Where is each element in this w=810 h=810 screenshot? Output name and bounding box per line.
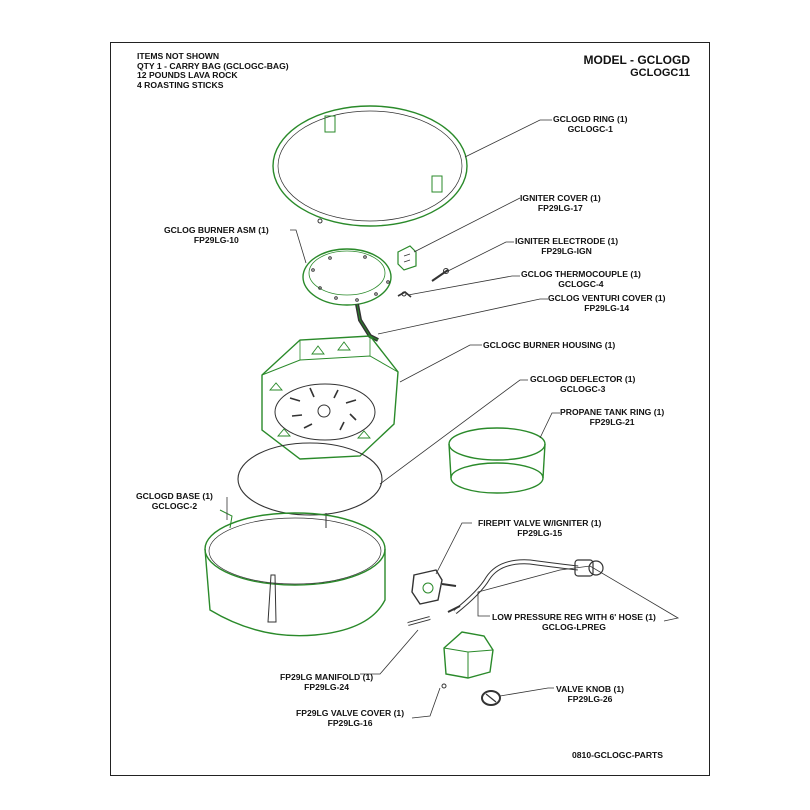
part-code: FP29LG-IGN: [541, 246, 592, 256]
part-code: GCLOGC-1: [567, 124, 613, 134]
part-name: IGNITER ELECTRODE (1): [515, 236, 619, 246]
burner-housing-part: [261, 335, 399, 460]
igniter-electrode-part: [431, 268, 449, 282]
part-code: GCLOGC-4: [558, 279, 604, 289]
notes-line: QTY 1 - CARRY BAG (GCLOGC-BAG): [137, 60, 289, 71]
valve-cover-part: [441, 631, 494, 689]
label-igniter-cover: IGNITER COVER (1) FP29LG-17: [520, 193, 601, 213]
firepit-valve-part: [411, 569, 457, 605]
part-name: FP29LG VALVE COVER (1): [296, 708, 405, 718]
leader-lines: [226, 119, 680, 719]
part-code: FP29LG-26: [567, 694, 613, 704]
part-name: VALVE KNOB (1): [556, 684, 624, 694]
label-lp-reg: LOW PRESSURE REG WITH 6' HOSE (1) GCLOG-…: [492, 612, 656, 632]
part-code: GCLOGC-3: [560, 384, 606, 394]
part-name: GCLOG THERMOCOUPLE (1): [521, 269, 641, 279]
label-ring: GCLOGD RING (1) GCLOGC-1: [553, 114, 627, 134]
lp-reg-part: [447, 559, 604, 614]
label-manifold: FP29LG MANIFOLD (1) FP29LG-24: [280, 672, 373, 692]
label-igniter-electrode: IGNITER ELECTRODE (1) FP29LG-IGN: [515, 236, 618, 256]
part-name: GCLOGD BASE (1): [136, 491, 213, 501]
manifold-part: [407, 616, 431, 626]
part-code: GCLOG-LPREG: [541, 622, 606, 632]
document-number: 0810-GCLOGC-PARTS: [572, 750, 664, 760]
label-burner-housing: GCLOGC BURNER HOUSING (1): [483, 340, 615, 350]
model-line-2: GCLOGC11: [630, 67, 690, 79]
items-not-shown-notes: ITEMS NOT SHOWN QTY 1 - CARRY BAG (GCLOG…: [137, 51, 289, 90]
tank-ring-part: [448, 427, 546, 494]
part-name: PROPANE TANK RING (1): [560, 407, 665, 417]
part-name: GCLOG BURNER ASM (1): [164, 225, 269, 235]
part-name: FIREPIT VALVE W/IGNITER (1): [478, 518, 602, 528]
notes-heading: ITEMS NOT SHOWN: [137, 51, 220, 61]
model-title: MODEL - GCLOGD GCLOGC11: [583, 53, 690, 80]
part-code: FP29LG-14: [584, 303, 630, 313]
base-part: [204, 509, 386, 637]
label-base: GCLOGD BASE (1) GCLOGC-2: [136, 491, 213, 511]
part-code: FP29LG-24: [304, 682, 349, 692]
part-name: FP29LG MANIFOLD (1): [280, 672, 374, 682]
part-code: FP29LG-17: [537, 203, 583, 213]
part-name: IGNITER COVER (1): [520, 193, 601, 203]
part-name: GCLOGC BURNER HOUSING (1): [483, 340, 616, 350]
igniter-cover-part: [397, 245, 417, 271]
ring-part: [272, 105, 468, 227]
part-code: FP29LG-10: [193, 235, 239, 245]
part-code: FP29LG-16: [327, 718, 373, 728]
burner-asm-part: [302, 248, 392, 342]
label-tank-ring: PROPANE TANK RING (1) FP29LG-21: [560, 407, 664, 427]
notes-line: 12 POUNDS LAVA ROCK: [137, 70, 238, 81]
label-firepit-valve: FIREPIT VALVE W/IGNITER (1) FP29LG-15: [478, 518, 601, 538]
label-valve-knob: VALVE KNOB (1) FP29LG-26: [556, 684, 624, 704]
label-deflector: GCLOGD DEFLECTOR (1) GCLOGC-3: [530, 374, 635, 394]
label-thermocouple: GCLOG THERMOCOUPLE (1) GCLOGC-4: [521, 269, 641, 289]
notes-line: 4 ROASTING STICKS: [137, 79, 224, 90]
label-venturi-cover: GCLOG VENTURI COVER (1) FP29LG-14: [548, 293, 665, 313]
part-name: LOW PRESSURE REG WITH 6' HOSE (1): [492, 612, 656, 622]
part-code: FP29LG-21: [589, 417, 635, 427]
drawing-frame: [110, 42, 710, 776]
part-name: GCLOG VENTURI COVER (1): [548, 293, 666, 303]
part-code: FP29LG-15: [517, 528, 563, 538]
label-valve-cover: FP29LG VALVE COVER (1) FP29LG-16: [296, 708, 404, 728]
part-name: GCLOGD DEFLECTOR (1): [530, 374, 636, 384]
model-line-1: MODEL - GCLOGD: [583, 53, 690, 67]
thermocouple-part: [397, 291, 412, 298]
part-code: GCLOGC-2: [151, 501, 198, 511]
valve-knob-part: [481, 690, 501, 706]
label-burner-asm: GCLOG BURNER ASM (1) FP29LG-10: [164, 225, 269, 245]
part-name: GCLOGD RING (1): [553, 114, 628, 124]
